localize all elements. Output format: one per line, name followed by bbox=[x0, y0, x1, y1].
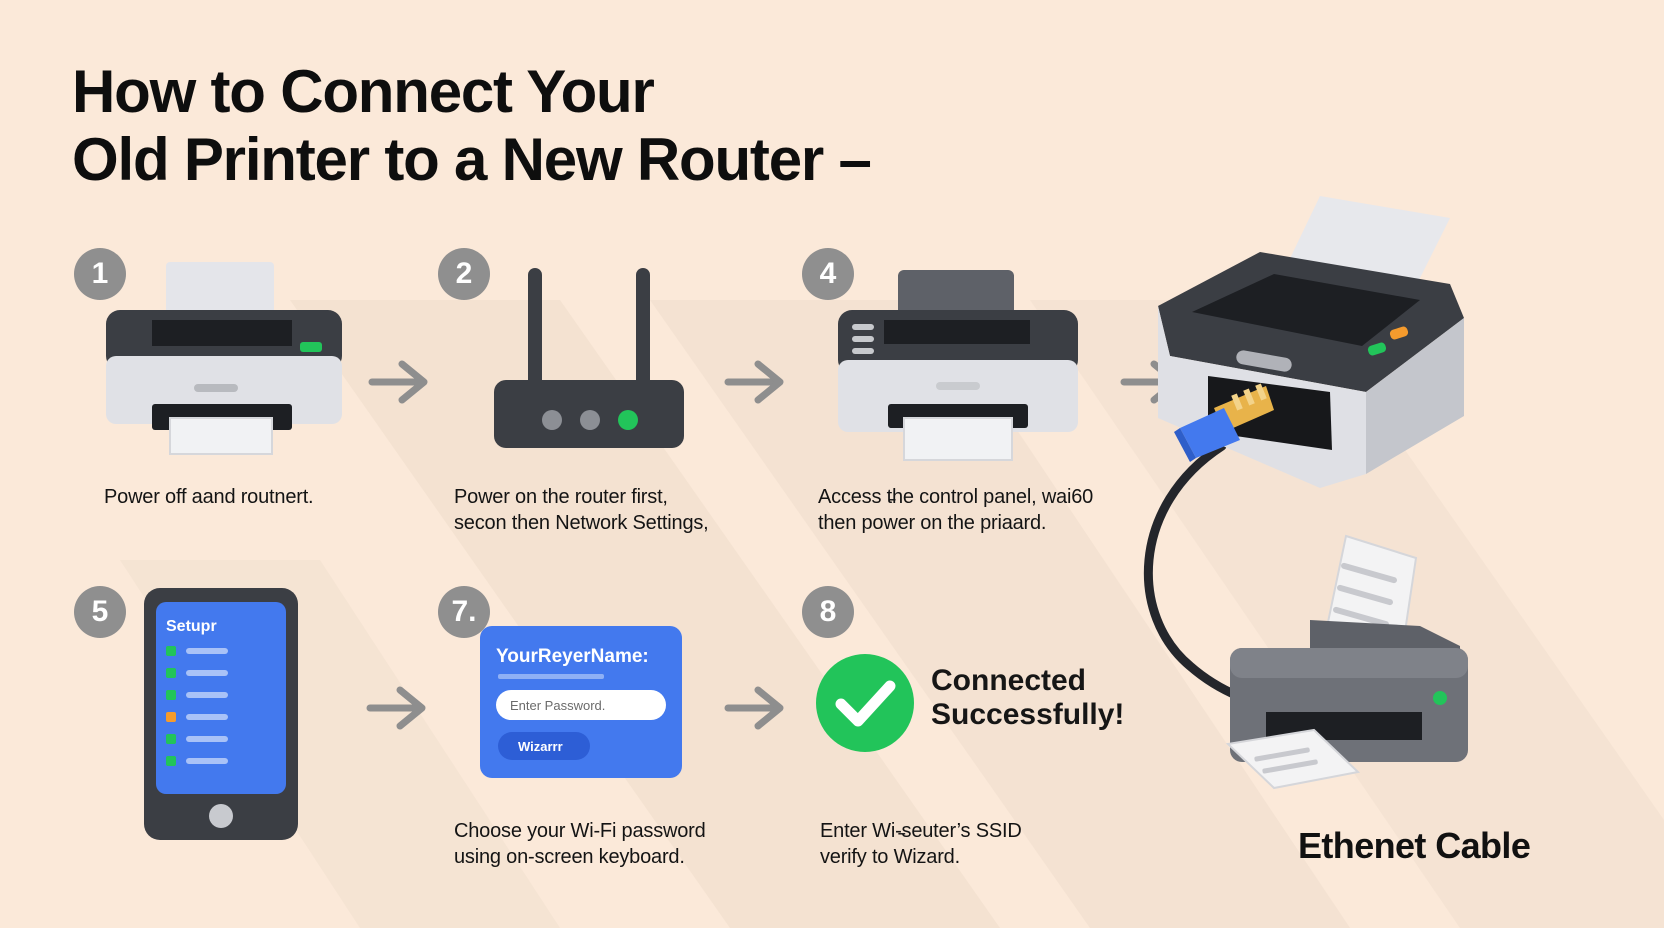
step-8-caption-line: verify to Wizard. bbox=[820, 846, 960, 868]
phone-screen-title: Setupr bbox=[166, 618, 217, 635]
step-badge-8: 8 bbox=[802, 586, 854, 638]
step-4-caption-line: Access t̵he control panel, wai60 bbox=[818, 486, 1094, 508]
step-4-caption: Access t̵he control panel, wai60 then po… bbox=[818, 484, 1093, 536]
step-badge-5: 5 bbox=[74, 586, 126, 638]
wizard-button[interactable] bbox=[498, 732, 590, 760]
connected-status: Connected Successfully! bbox=[931, 664, 1124, 732]
step-2-caption: Power on the router first, secon then Ne… bbox=[454, 484, 709, 536]
status-line: Connected bbox=[931, 664, 1087, 697]
printer-icon bbox=[106, 262, 342, 455]
step-2-caption-line: Power on the router first, bbox=[454, 486, 668, 508]
arrow-right-icon bbox=[368, 360, 428, 404]
step-4-caption-line: then power on the priaard. bbox=[818, 512, 1047, 534]
title-line-1: How to Connect Your bbox=[72, 58, 655, 125]
form-title: YourReyerName: bbox=[496, 646, 649, 667]
phone-icon: Setupr bbox=[144, 588, 298, 840]
step-8-caption: Enter Wi-̵seuter’s SSID verify to Wizard… bbox=[820, 818, 1022, 870]
step-7-caption-line: Choose your Wi-Fi password bbox=[454, 820, 706, 842]
arrow-right-icon bbox=[366, 686, 426, 730]
printer-icon bbox=[1158, 196, 1464, 488]
printer-icon bbox=[1225, 534, 1468, 790]
arrow-right-icon bbox=[724, 686, 784, 730]
step-badge-1: 1 bbox=[74, 248, 126, 300]
step-7-caption: Choose your Wi-Fi password using on-scre… bbox=[454, 818, 706, 870]
step-1-caption-line: Power off aand routnert. bbox=[104, 486, 314, 508]
step-badge-7: 7. bbox=[438, 586, 490, 638]
wifi-password-form: YourReyerName: Enter Password. Wizarrr bbox=[480, 626, 682, 778]
ethernet-cable-label: Ethenet Cable bbox=[1298, 825, 1531, 866]
printer-icon bbox=[838, 270, 1078, 461]
ethernet-plug-icon bbox=[1174, 383, 1274, 462]
checkmark-icon bbox=[816, 654, 914, 752]
wizard-button-label: Wizarrr bbox=[518, 739, 563, 754]
step-7-caption-line: using on-screen keyboard. bbox=[454, 846, 685, 868]
router-icon bbox=[494, 268, 684, 448]
step-badge-2: 2 bbox=[438, 248, 490, 300]
arrow-right-icon bbox=[724, 360, 784, 404]
password-input[interactable] bbox=[496, 690, 666, 720]
status-line: Successfully! bbox=[931, 698, 1125, 731]
title-line-2: Old Printer to a New Router – bbox=[72, 126, 872, 193]
step-badge-4: 4 bbox=[802, 248, 854, 300]
page-title: How to Connect Your Old Printer to a New… bbox=[72, 58, 872, 194]
step-2-caption-line: secon then Network Settings, bbox=[454, 512, 709, 534]
ethernet-connection-illustration bbox=[1143, 196, 1468, 790]
password-placeholder: Enter Password. bbox=[510, 698, 605, 713]
step-1-caption: Power off aand routnert. bbox=[104, 484, 314, 510]
step-8-caption-line: Enter Wi-̵seuter’s SSID bbox=[820, 820, 1022, 842]
